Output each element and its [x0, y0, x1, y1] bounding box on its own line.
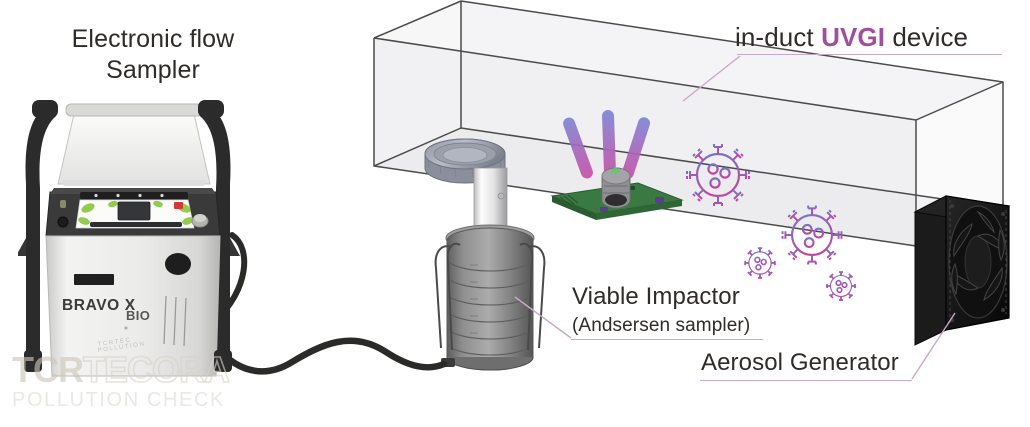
- uvgi-label-suffix: device: [885, 22, 969, 52]
- watermark-brand-solid: TCR: [12, 349, 84, 390]
- sampler-label-line1: Electronic flow: [71, 25, 235, 53]
- viable-impactor: [424, 138, 546, 371]
- label-viable-impactor: Viable Impactor (Andsersen sampler): [572, 283, 750, 340]
- leader-uvgi: [682, 55, 741, 102]
- underline-aerosol: [700, 380, 912, 381]
- uvgi-device: [550, 110, 684, 220]
- leader-aerosol: [911, 312, 956, 380]
- watermark-brand-outline: TECORA: [82, 349, 231, 390]
- uvgi-label-prefix: in-duct: [735, 22, 822, 52]
- watermark-tagline: POLLUTION CHECK: [12, 389, 225, 411]
- watermark-brand: TCRTECORA: [12, 349, 242, 390]
- uv-beams: [563, 110, 651, 179]
- virus-icon: [781, 205, 843, 265]
- virus-particles: [686, 144, 856, 301]
- impactor-stages: [446, 227, 534, 371]
- sampler-model-text: BIO: [126, 308, 150, 323]
- impactor-label-title: Viable Impactor: [572, 283, 740, 310]
- uv-emitter: [601, 166, 631, 209]
- underline-impactor: [571, 339, 763, 340]
- duct-box: [373, 0, 1004, 247]
- sampler-top-deck: [45, 188, 221, 237]
- sampler-body: T C R T E C P O L L U T I O N BRAVO X BI…: [45, 235, 221, 377]
- label-in-duct-uvgi-device: in-duct UVGI device: [735, 22, 968, 53]
- uvgi-label-accent: UVGI: [821, 22, 886, 52]
- electronic-flow-sampler: T C R T E C P O L L U T I O N BRAVO X BI…: [18, 100, 240, 377]
- underline-uvgi: [737, 54, 1002, 55]
- impactor-clamps: [434, 242, 546, 351]
- control-panel[interactable]: [75, 199, 195, 229]
- leader-impactor: [514, 296, 572, 339]
- virus-icon: [826, 271, 856, 301]
- sampler-feet: [24, 350, 232, 372]
- watermark-logo: TCRTECORA POLLUTION CHECK: [12, 349, 242, 414]
- power-knob[interactable]: [57, 216, 69, 228]
- sampler-lid: [57, 103, 211, 186]
- fuse-holder[interactable]: [60, 200, 66, 208]
- label-aerosol-generator: Aerosol Generator: [701, 349, 899, 376]
- top-button-row[interactable]: [80, 192, 188, 199]
- svg-text:T C R T E C: T C R T E C: [97, 337, 131, 348]
- leader-lines: [514, 55, 956, 380]
- sampler-brand-text: BRAVO X: [62, 297, 136, 314]
- fan-aerosol-generator: [913, 195, 1011, 346]
- inlet-fitting: [191, 214, 209, 228]
- virus-icon: [686, 144, 750, 206]
- sampler-label-line2: Sampler: [106, 56, 200, 84]
- label-electronic-flow-sampler: Electronic flow Sampler: [38, 24, 268, 86]
- sampler-frame: [18, 100, 240, 354]
- sample-hose: [206, 332, 448, 375]
- body-slot: [74, 274, 114, 285]
- virus-icon: [744, 247, 776, 279]
- body-port: [165, 253, 191, 275]
- impactor-label-subtitle: (Andsersen sampler): [572, 315, 751, 336]
